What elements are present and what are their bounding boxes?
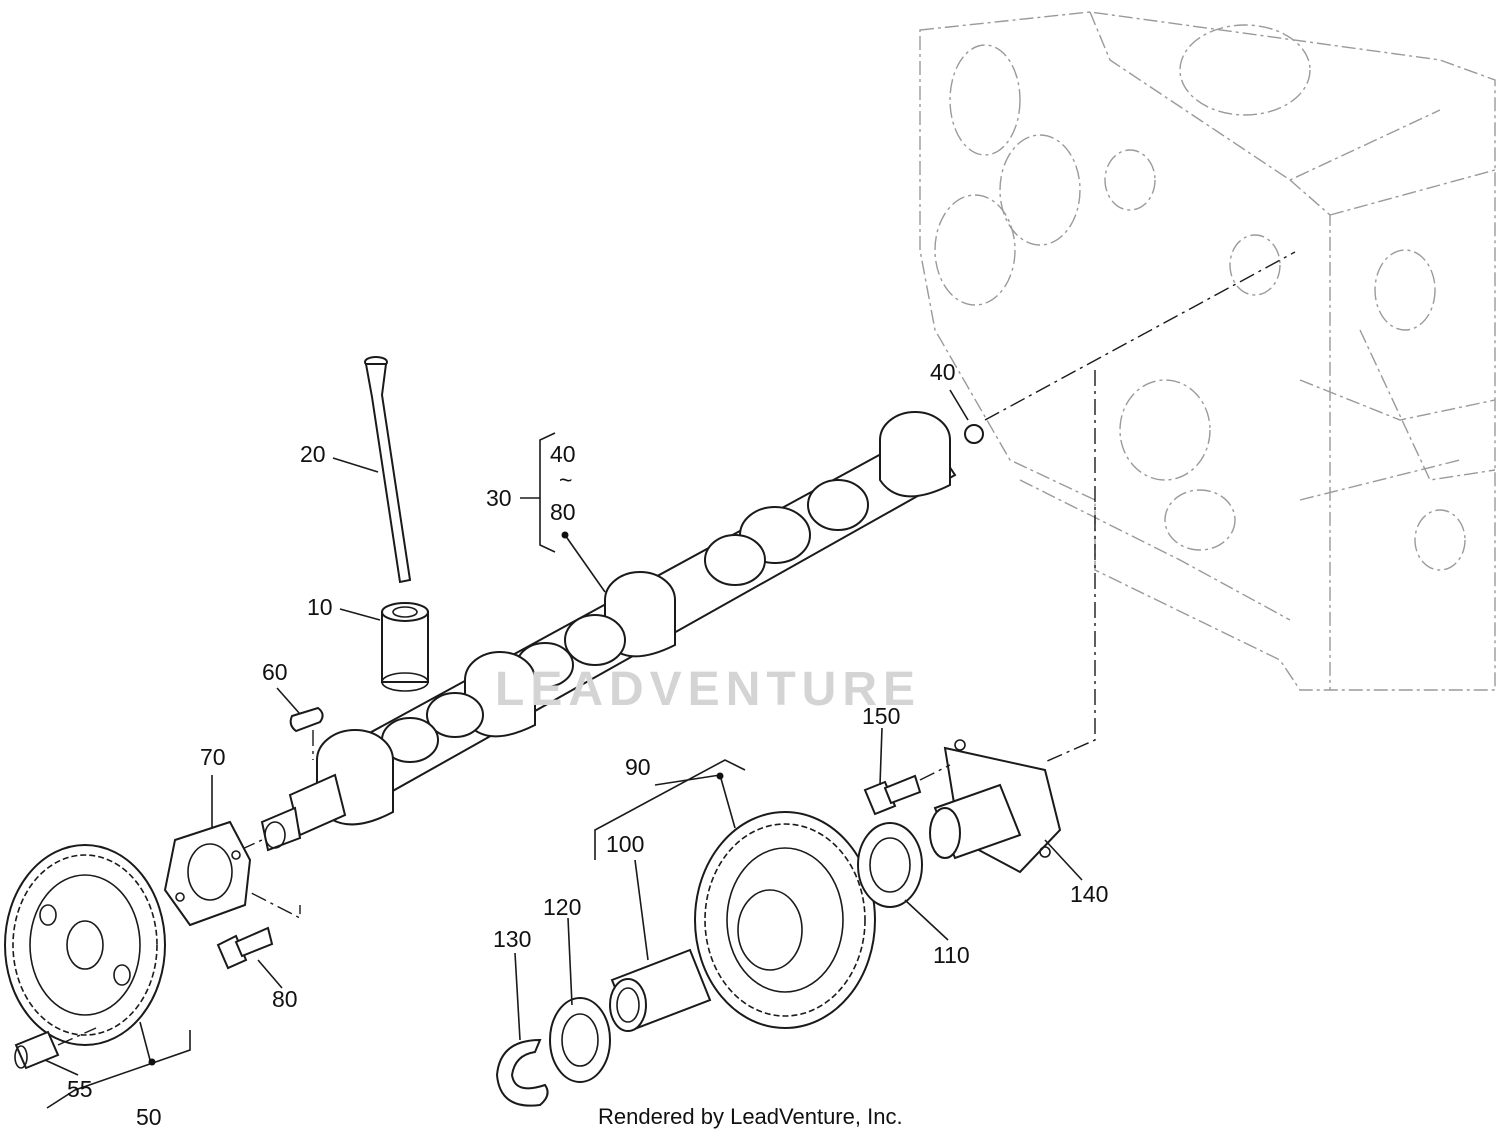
cam-gear	[4, 844, 166, 1046]
callout-90: 90	[625, 754, 651, 780]
bracket-90	[594, 759, 746, 860]
thrust-washer	[549, 997, 611, 1083]
bracket-50	[46, 1030, 191, 1109]
snap-ring	[495, 1038, 549, 1107]
assembly-dot-50	[148, 1058, 156, 1066]
engine-block-phantom	[919, 11, 1496, 691]
leader-lines	[44, 389, 1083, 1076]
callout-60: 60	[262, 659, 288, 685]
watermark: LEADVENTURE	[495, 663, 921, 716]
callout-30-range-bottom: 80	[550, 499, 576, 525]
assembly-dot-90	[716, 772, 724, 780]
thrust-plate	[163, 820, 252, 927]
callout-55: 55	[67, 1076, 93, 1102]
bolt-axis-line	[225, 879, 301, 920]
callout-10: 10	[307, 594, 333, 620]
assembly-dot-30	[561, 531, 569, 539]
push-rod	[364, 356, 412, 584]
callout-20: 20	[300, 441, 326, 467]
idler-axis-line	[1044, 370, 1096, 763]
callout-100: 100	[606, 831, 644, 857]
footer-credit: Rendered by LeadVenture, Inc.	[598, 1104, 903, 1129]
callout-40: 40	[930, 359, 956, 385]
callout-70: 70	[200, 744, 226, 770]
bolt	[216, 926, 274, 970]
callout-110: 110	[933, 942, 970, 968]
callout-30-range-top: 40	[550, 441, 576, 467]
ball	[964, 424, 984, 444]
callout-140: 140	[1070, 881, 1108, 907]
bushing	[609, 948, 712, 1032]
callout-130: 130	[493, 926, 531, 952]
camshaft	[260, 411, 957, 852]
tappet	[381, 602, 429, 692]
pin	[14, 1030, 60, 1070]
bracket-30	[539, 432, 556, 553]
shaft-bolt	[863, 774, 922, 816]
key	[289, 706, 324, 733]
callout-30-range-tilde: ~	[559, 467, 572, 493]
callout-50: 50	[136, 1104, 162, 1130]
camshaft-axis-line	[984, 251, 1296, 421]
callout-150: 150	[862, 703, 900, 729]
idler-washer	[857, 822, 923, 908]
callout-120: 120	[543, 894, 581, 920]
callout-30: 30	[486, 485, 512, 511]
callout-80: 80	[272, 986, 298, 1012]
idler-gear	[694, 811, 876, 1029]
idler-shaft	[929, 739, 1062, 874]
